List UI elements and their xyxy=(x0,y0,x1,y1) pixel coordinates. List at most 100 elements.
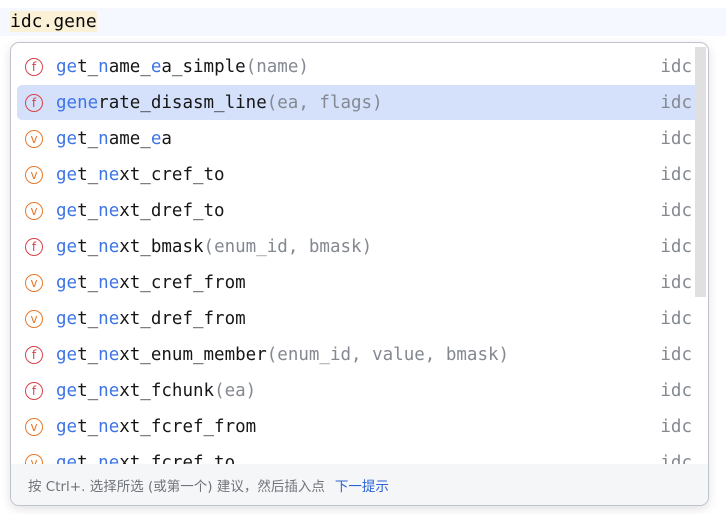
matched-text: gene xyxy=(56,92,99,113)
item-name-text: t_ xyxy=(77,200,99,221)
matched-text: ne xyxy=(98,200,120,221)
variable-icon: v xyxy=(25,273,43,292)
item-module: idc xyxy=(660,380,692,401)
matched-text: ge xyxy=(56,344,78,365)
matched-text: ne xyxy=(98,164,120,185)
matched-text: ne xyxy=(98,452,120,465)
item-module: idc xyxy=(660,236,692,257)
matched-text: ge xyxy=(56,56,78,77)
matched-text: ge xyxy=(56,164,78,185)
matched-text: ge xyxy=(56,380,78,401)
function-icon: f xyxy=(25,345,43,364)
function-icon: f xyxy=(25,57,43,76)
typed-prefix: idc.gene xyxy=(10,11,97,32)
item-name-text: xt_dref_to xyxy=(119,200,225,221)
matched-text: ge xyxy=(56,200,78,221)
item-name-text: t_ xyxy=(77,416,99,437)
item-name-text: t_ xyxy=(77,164,99,185)
item-name-text: a xyxy=(161,128,172,149)
item-name-text: t_ xyxy=(77,308,99,329)
item-module: idc xyxy=(660,200,692,221)
matched-text: ge xyxy=(56,308,78,329)
matched-text: ge xyxy=(56,452,78,465)
item-name-text: xt_dref_from xyxy=(119,308,246,329)
item-name-text: t_ xyxy=(77,380,99,401)
item-module: idc xyxy=(660,344,692,365)
matched-text: ne xyxy=(98,344,120,365)
item-name-text: xt_enum_member xyxy=(119,344,267,365)
item-params: (ea, flags) xyxy=(266,92,383,113)
matched-text: ge xyxy=(56,236,78,257)
item-module: idc xyxy=(660,308,692,329)
scrollbar-thumb[interactable] xyxy=(695,47,706,297)
item-name-text: a_simple xyxy=(161,56,246,77)
item-module: idc xyxy=(660,128,692,149)
item-name-text: t_ xyxy=(77,236,99,257)
variable-icon: v xyxy=(25,417,43,436)
item-name-text: t_ xyxy=(77,344,99,365)
item-name-text: t_ xyxy=(77,56,99,77)
item-name-text: xt_bmask xyxy=(119,236,204,257)
item-module: idc xyxy=(660,92,692,113)
variable-icon: v xyxy=(25,129,43,148)
matched-text: ge xyxy=(56,128,78,149)
item-module: idc xyxy=(660,272,692,293)
function-icon: f xyxy=(25,93,43,112)
item-name-text: ame_ xyxy=(108,128,151,149)
matched-text: e xyxy=(150,56,162,77)
item-module: idc xyxy=(660,416,692,437)
item-name-text: rate_disasm_line xyxy=(98,92,267,113)
item-name-text: xt_cref_to xyxy=(119,164,225,185)
footer-hint: 按 Ctrl+. 选择所选 (或第一个) 建议，然后插入点 xyxy=(28,478,325,495)
variable-icon: v xyxy=(25,201,43,220)
editor-typed-text[interactable]: idc.gene xyxy=(10,8,97,36)
item-name-text: t_ xyxy=(77,272,99,293)
item-name-text: xt_fcref_from xyxy=(119,416,257,437)
item-module: idc xyxy=(660,56,692,77)
item-name-text: t_ xyxy=(77,128,99,149)
variable-icon: v xyxy=(25,309,43,328)
matched-text: n xyxy=(98,128,109,149)
function-icon: f xyxy=(25,381,43,400)
matched-text: ne xyxy=(98,236,120,257)
item-name-text: xt_fchunk xyxy=(119,380,215,401)
item-params: (enum_id, bmask) xyxy=(203,236,373,257)
variable-icon: v xyxy=(25,165,43,184)
current-line-highlight xyxy=(0,8,726,36)
item-name-text: xt_cref_from xyxy=(119,272,246,293)
variable-icon: v xyxy=(25,453,43,464)
function-icon: f xyxy=(25,237,43,256)
matched-text: n xyxy=(98,56,109,77)
item-params: (enum_id, value, bmask) xyxy=(266,344,510,365)
matched-text: ne xyxy=(98,380,120,401)
item-module: idc xyxy=(660,452,692,465)
item-name-text: ame_ xyxy=(108,56,151,77)
matched-text: ne xyxy=(98,308,120,329)
item-params: (name) xyxy=(245,56,309,77)
item-name-text: t_ xyxy=(77,452,99,465)
completion-footer: 按 Ctrl+. 选择所选 (或第一个) 建议，然后插入点 下一提示 xyxy=(11,464,708,505)
item-params: (ea) xyxy=(214,380,257,401)
next-tip-link[interactable]: 下一提示 xyxy=(334,478,389,495)
item-module: idc xyxy=(660,164,692,185)
matched-text: ne xyxy=(98,416,120,437)
matched-text: ge xyxy=(56,416,78,437)
item-name-text: xt_fcref_to xyxy=(119,452,236,465)
matched-text: e xyxy=(150,128,162,149)
matched-text: ne xyxy=(98,272,120,293)
matched-text: ge xyxy=(56,272,78,293)
